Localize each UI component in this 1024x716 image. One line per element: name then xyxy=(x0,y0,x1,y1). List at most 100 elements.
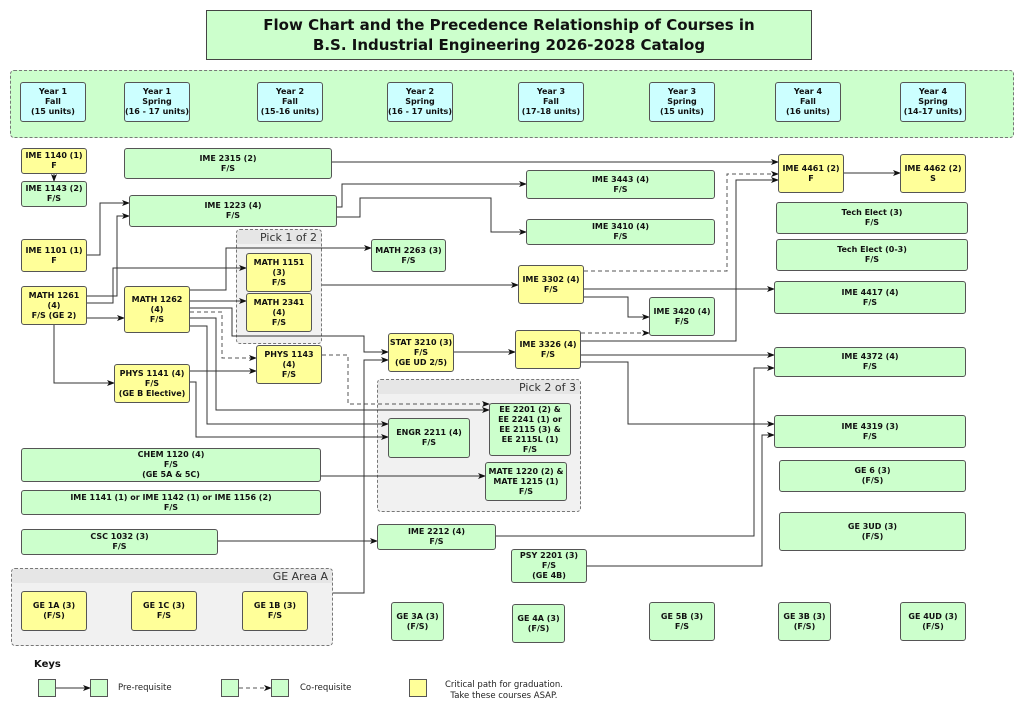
course-ge3a[interactable]: GE 3A (3)(F/S) xyxy=(391,602,444,641)
course-phys1141[interactable]: PHYS 1141 (4)F/S(GE B Elective) xyxy=(114,364,190,403)
course-csc1032[interactable]: CSC 1032 (3)F/S xyxy=(21,529,218,555)
course-math1261[interactable]: MATH 1261 (4)F/S (GE 2) xyxy=(21,286,87,325)
course-line: EE 2201 (2) & xyxy=(499,404,561,414)
course-ge3ud[interactable]: GE 3UD (3)(F/S) xyxy=(779,512,966,551)
course-ge6[interactable]: GE 6 (3)(F/S) xyxy=(779,460,966,492)
course-ime3420[interactable]: IME 3420 (4)F/S xyxy=(649,297,715,336)
key-critical-line-1: Critical path for graduation. xyxy=(445,680,563,690)
course-line: PHYS 1141 (4) xyxy=(119,368,185,378)
course-line: (GE 4B) xyxy=(532,571,566,580)
course-ge5b[interactable]: GE 5B (3)F/S xyxy=(649,602,715,641)
course-line: F/S xyxy=(281,369,297,379)
course-line: GE 1C (3) xyxy=(143,601,185,610)
course-ime3326[interactable]: IME 3326 (4)F/S xyxy=(515,330,581,369)
course-ime1141[interactable]: IME 1141 (1) or IME 1142 (1) or IME 1156… xyxy=(21,490,321,515)
course-line: F/S xyxy=(862,362,878,371)
course-line: F/S xyxy=(864,255,880,264)
course-line: F/S xyxy=(674,621,690,631)
course-line: IME 1143 (2) xyxy=(25,184,83,193)
course-ime4319[interactable]: IME 4319 (3)F/S xyxy=(774,415,966,448)
course-phys1143[interactable]: PHYS 1143 (4)F/S xyxy=(256,345,322,384)
course-chem1120[interactable]: CHEM 1120 (4)F/S(GE 5A & 5C) xyxy=(21,448,321,482)
course-ime4461[interactable]: IME 4461 (2)F xyxy=(778,154,844,193)
term-term: Spring xyxy=(918,97,948,106)
course-line: IME 3410 (4) xyxy=(591,222,650,231)
course-ime4372[interactable]: IME 4372 (4)F/S xyxy=(774,347,966,377)
course-line: GE 4UD (3) xyxy=(908,611,958,621)
course-ime4417[interactable]: IME 4417 (4)F/S xyxy=(774,281,966,314)
wire-ime1223-ime3410 xyxy=(337,197,527,235)
chart-title: Flow Chart and the Precedence Relationsh… xyxy=(206,10,812,60)
course-ge4ud[interactable]: GE 4UD (3)(F/S) xyxy=(900,602,966,641)
course-ge1c[interactable]: GE 1C (3)F/S xyxy=(131,591,197,631)
course-engr2211[interactable]: ENGR 2211 (4)F/S xyxy=(388,418,470,458)
course-line: EE 2115 (3) & xyxy=(499,424,561,434)
course-ge1b[interactable]: GE 1B (3)F/S xyxy=(242,591,308,631)
course-line: F xyxy=(808,173,814,183)
course-math2263[interactable]: MATH 2263 (3)F/S xyxy=(371,239,446,272)
term-year: Year 2 xyxy=(405,87,435,96)
course-math1262[interactable]: MATH 1262 (4)F/S xyxy=(124,286,190,333)
term-units: (17-18 units) xyxy=(521,107,581,116)
wire-ime1101-ime1223 xyxy=(87,200,130,256)
course-ime3410[interactable]: IME 3410 (4)F/S xyxy=(526,219,715,245)
course-ime2315[interactable]: IME 2315 (2)F/S xyxy=(124,148,332,179)
course-line: F/S xyxy=(862,297,878,307)
course-line: (F/S) xyxy=(527,623,550,633)
course-line: IME 4462 (2) xyxy=(904,163,962,173)
course-techElect3[interactable]: Tech Elect (3)F/S xyxy=(776,202,968,234)
course-ime1143[interactable]: IME 1143 (2)F/S xyxy=(21,181,87,207)
key-prereq-from-box xyxy=(38,679,56,697)
course-techElect03[interactable]: Tech Elect (0-3)F/S xyxy=(776,239,968,271)
course-line: (F/S) xyxy=(861,476,884,485)
course-line: F/S xyxy=(163,502,179,512)
course-line: EE 2115L (1) xyxy=(501,434,559,444)
course-line: F/S xyxy=(522,444,538,454)
term-units: (15 units) xyxy=(31,107,75,116)
term-term: Spring xyxy=(667,97,697,106)
course-line: F/S xyxy=(112,542,127,551)
course-ge4a[interactable]: GE 4A (3)(F/S) xyxy=(512,604,565,643)
course-ge1a[interactable]: GE 1A (3)(F/S) xyxy=(21,591,87,631)
course-ge3b[interactable]: GE 3B (3)(F/S) xyxy=(778,602,831,641)
course-ime1140[interactable]: IME 1140 (1)F xyxy=(21,148,87,174)
course-ime1223[interactable]: IME 1223 (4)F/S xyxy=(129,195,337,227)
title-line-1: Flow Chart and the Precedence Relationsh… xyxy=(263,16,755,34)
course-mate1220[interactable]: MATE 1220 (2) &MATE 1215 (1)F/S xyxy=(485,462,567,501)
course-ime3302[interactable]: IME 3302 (4)F/S xyxy=(518,265,584,304)
course-line: F/S xyxy=(401,255,416,265)
course-line: ENGR 2211 (4) xyxy=(396,428,462,437)
group-label: GE Area A xyxy=(272,570,328,583)
course-line: F/S xyxy=(541,561,557,570)
course-ime1101[interactable]: IME 1101 (1)F xyxy=(21,239,87,272)
wire-psy2201-ime4319 xyxy=(587,432,775,567)
course-line: GE 6 (3) xyxy=(854,466,891,475)
course-line: IME 3443 (4) xyxy=(591,174,650,184)
course-ime4462[interactable]: IME 4462 (2)S xyxy=(900,154,966,193)
course-psy2201[interactable]: PSY 2201 (3)F/S(GE 4B) xyxy=(511,549,587,583)
course-line: MATH 1261 (4) xyxy=(28,290,80,310)
course-line: MATH 1151 (3) xyxy=(253,257,305,277)
course-line: IME 4319 (3) xyxy=(841,421,899,431)
course-line: MATH 2341 (4) xyxy=(253,297,305,317)
course-line: EE 2241 (1) or xyxy=(498,414,562,424)
course-line: PSY 2201 (3) xyxy=(519,551,579,560)
course-math2341[interactable]: MATH 2341 (4)F/S xyxy=(246,293,312,332)
key-critical-line-2: Take these courses ASAP. xyxy=(450,691,558,701)
course-stat3210[interactable]: STAT 3210 (3)F/S(GE UD 2/5) xyxy=(388,333,454,372)
course-math1151[interactable]: MATH 1151 (3)F/S xyxy=(246,253,312,292)
term-year: Year 2 xyxy=(275,87,305,96)
course-ime3443[interactable]: IME 3443 (4)F/S xyxy=(526,170,715,199)
course-ime2212[interactable]: IME 2212 (4)F/S xyxy=(377,524,496,550)
course-line: F xyxy=(51,161,57,170)
course-line: F/S xyxy=(613,232,628,241)
key-coreq-from-box xyxy=(221,679,239,697)
course-line: F/S xyxy=(156,611,172,620)
course-line: MATH 1262 (4) xyxy=(131,294,183,314)
term-term: Fall xyxy=(543,97,559,106)
